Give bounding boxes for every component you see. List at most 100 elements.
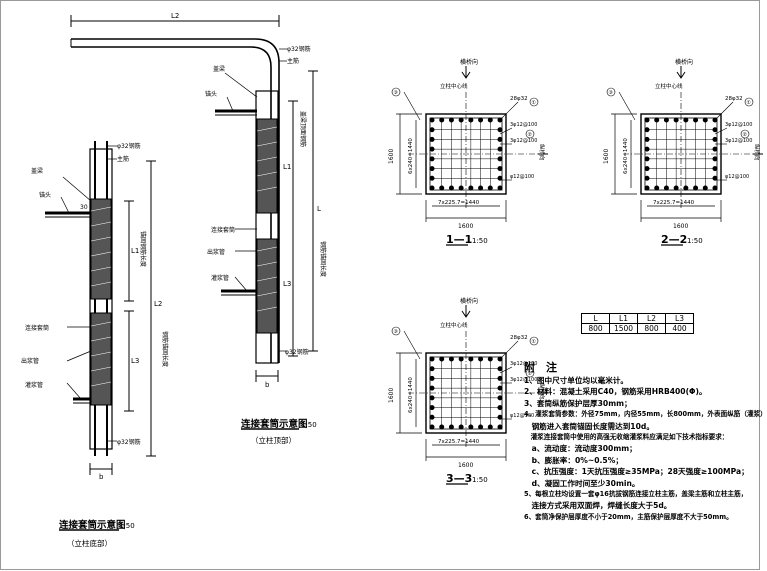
label-bar-tie-1: 3φ12@100	[510, 361, 537, 367]
dim-bottom: 1600	[458, 223, 473, 230]
subtitle-elevation-a: （立柱底部）	[67, 538, 112, 548]
dim-L3-a: L3	[131, 357, 139, 365]
table-header-cell: L1	[609, 313, 638, 324]
label-anchor-b: 锚头	[205, 90, 217, 98]
table-header-cell: L	[581, 313, 610, 324]
dim-b-b: b	[265, 381, 270, 389]
dim-left: 1600	[388, 149, 395, 164]
title-elevation-b: 连接套筒示意图	[241, 418, 308, 430]
callout-3: ③	[394, 329, 398, 335]
label-sleeve-b: 连接套筒	[211, 226, 235, 234]
dim-L2-a: L2	[154, 300, 162, 308]
label-main-bar-b: 主筋	[287, 57, 299, 65]
label-anchor-a: 锚头	[39, 191, 51, 199]
label-direction-side: 纵桥向	[753, 144, 761, 161]
label-grout-in-a: 灌浆管	[25, 381, 43, 389]
label-bottom-bar-b: φ32钢筋	[285, 348, 309, 356]
dim-bottom-inner: 7x225.7=1440	[653, 200, 695, 206]
note-item: 5、每根立柱均设置一套φ16抗拔钢筋连接立柱主筋，盖梁主筋和立柱主筋，	[524, 490, 748, 499]
bar-dot	[429, 185, 435, 191]
callout-1: ①	[532, 339, 537, 345]
label-center-line: 立柱中心线	[440, 82, 468, 90]
label-grout-out-b: 出浆管	[207, 248, 225, 256]
label-corbel-a: 盖梁	[31, 167, 43, 175]
bar-dot	[644, 117, 650, 123]
note-item: a、流动度：流动度300mm；	[524, 444, 637, 454]
label-top-bar-a: φ32钢筋	[117, 142, 141, 150]
table-row: 800 1500 800 400	[581, 323, 694, 334]
label-bar-main: 28φ32	[510, 335, 528, 341]
section-3	[391, 305, 548, 485]
section-2	[606, 66, 763, 246]
elevation-a-text: φ32钢筋 主筋 盖梁 锚头 连接套筒 出浆管 灌浆管 φ32钢筋 锚固钢筋长度…	[21, 142, 169, 548]
label-bar-tie-1: 3φ12@100	[510, 122, 537, 128]
label-corbel-b: 盖梁	[213, 65, 225, 73]
table-cell: 1500	[609, 323, 638, 334]
label-bar-tie-2: 3φ12@100	[510, 138, 537, 144]
bar-dot	[429, 424, 435, 430]
table-cell: 400	[665, 323, 694, 334]
note-item: 钢筋进入套筒锚固长度需达到10d。	[524, 421, 654, 431]
label-bar-main: 28φ32	[510, 96, 528, 102]
dimension-table: L L1 L2 L3 800 1500 800 400	[581, 313, 694, 334]
bar-dot	[429, 117, 435, 123]
dim-L2-b: L2	[171, 12, 179, 20]
section-label: 3—3	[446, 472, 472, 485]
sleeve-top-a	[90, 198, 112, 300]
dim-left-inner: 6x240=1440	[408, 377, 414, 413]
title-elevation-a: 连接套筒示意图	[59, 519, 126, 531]
bar-dot	[497, 424, 503, 430]
scale-elevation-a: 1:50	[119, 522, 135, 530]
column-body-b	[255, 90, 279, 364]
bar-dot	[429, 356, 435, 362]
notes-heading: 附 注	[524, 361, 557, 374]
section-label: 1—1	[446, 233, 472, 246]
label-bar-tie-1: 3φ12@100	[725, 122, 752, 128]
dim-bottom-inner: 7x225.7=1440	[438, 439, 480, 445]
sleeve-bottom-a	[90, 312, 112, 406]
callout-2: ②	[743, 132, 748, 138]
bar-dot	[497, 185, 503, 191]
note-item: d、凝固工作时间至少30min。	[524, 478, 640, 488]
dim-L3-b: L3	[283, 280, 291, 288]
callout-1: ①	[532, 100, 537, 106]
callout-1: ①	[747, 100, 752, 106]
dim-left: 1600	[388, 388, 395, 403]
dim-b-a: b	[99, 473, 104, 481]
table-cell: 800	[637, 323, 666, 334]
bar-dot	[712, 185, 718, 191]
section-scale: 1:50	[472, 237, 488, 245]
label-center-line: 立柱中心线	[655, 82, 683, 90]
table-cell: 800	[581, 323, 610, 334]
label-center-line: 立柱中心线	[440, 321, 468, 329]
label-direction-top: 横桥向	[460, 297, 478, 305]
label-direction-side: 纵桥向	[538, 383, 546, 400]
notes-panel: 附 注 1、图中尺寸单位均以毫米计。 2、材料：混凝土采用C40，钢筋采用HRB…	[524, 361, 767, 523]
elevation-a	[45, 141, 156, 531]
section-scale: 1:50	[687, 237, 703, 245]
label-direction-side: 纵桥向	[538, 144, 546, 161]
elevation-b	[70, 15, 318, 430]
label-direction-top: 横桥向	[675, 58, 693, 66]
note-item: 灌浆连接套筒中使用的高强无收缩灌浆料应满足如下技术指标要求：	[524, 433, 729, 442]
section-label: 2—2	[661, 233, 687, 246]
sleeve-bottom-b	[256, 238, 278, 334]
label-bottom-bar-a: φ32钢筋	[117, 438, 141, 446]
dim-30-a: 30	[80, 204, 88, 211]
callout-3: ③	[609, 90, 613, 96]
sleeve-top-b	[256, 118, 278, 214]
elevation-b-text: L2 φ32钢筋 主筋 盖梁 锚头 连接套筒 出浆管 灌浆管 φ32钢筋 盖梁顶…	[171, 12, 327, 445]
label-direction-top: 横桥向	[460, 58, 478, 66]
note-item: b、膨胀率：0%~0.5%；	[524, 455, 623, 465]
label-bar-stirrup: φ12@100	[725, 174, 749, 180]
table-header-cell: L2	[637, 313, 666, 324]
bent-bar-outer	[71, 38, 280, 363]
label-grout-in-b: 灌浆管	[211, 274, 229, 282]
note-item: 4、灌浆套筒参数：外径75mm，内径55mm，长800mm，外表面纵筋（灌浆）	[524, 410, 767, 419]
dim-bottom: 1600	[458, 462, 473, 469]
dim-bottom: 1600	[673, 223, 688, 230]
dim-left: 1600	[603, 149, 610, 164]
bent-bar-inner	[71, 46, 272, 363]
